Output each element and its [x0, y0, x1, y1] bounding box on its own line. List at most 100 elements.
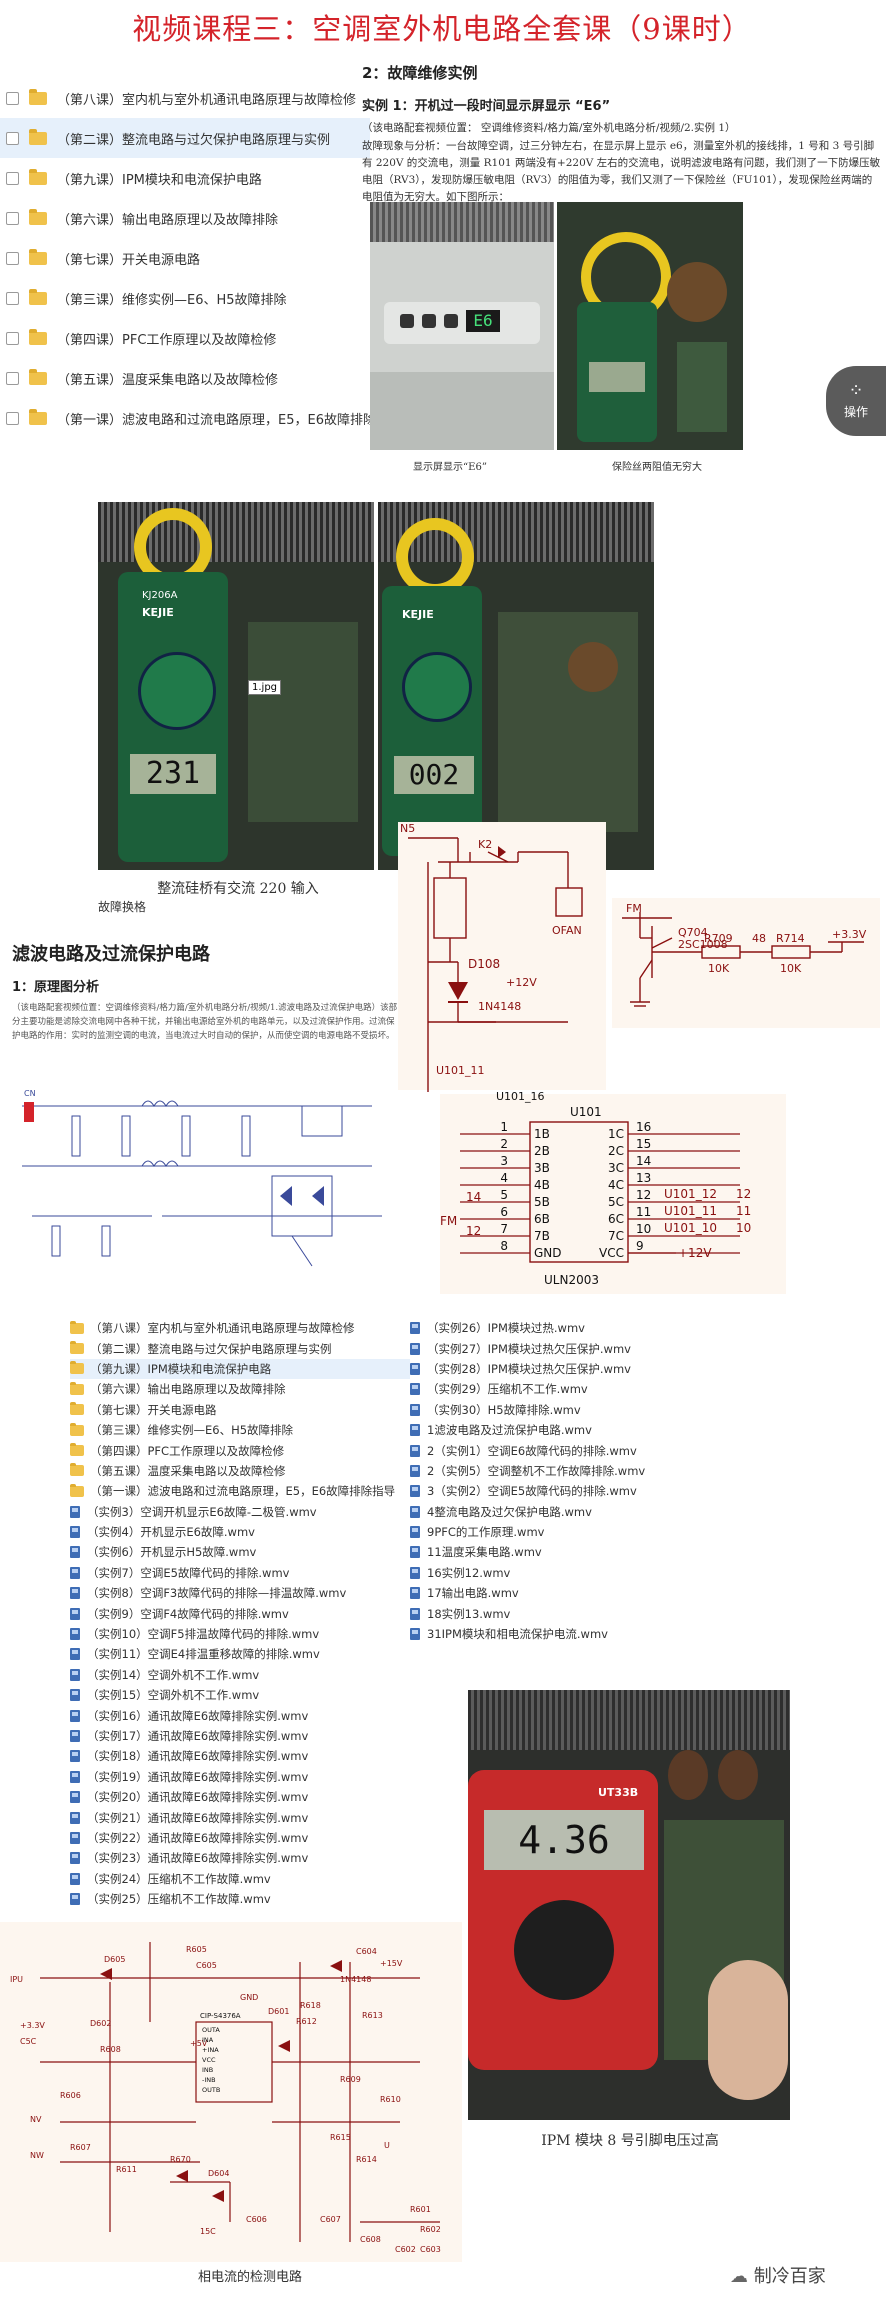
file-list-item[interactable]: （第一课）滤波电路和过流电路原理，E5，E6故障排除指导: [70, 1481, 410, 1501]
file-list-item[interactable]: 4整流电路及过欠保护电路.wmv: [410, 1502, 710, 1522]
folder-row[interactable]: （第四课）PFC工作原理以及故障检修: [0, 318, 370, 358]
file-list-col2: （实例26）IPM模块过热.wmv（实例27）IPM模块过热欠压保护.wmv（实…: [410, 1318, 710, 1644]
file-list-item[interactable]: （第五课）温度采集电路以及故障检修: [70, 1461, 410, 1481]
folder-row[interactable]: （第八课）室内机与室外机通讯电路原理与故障检修: [0, 78, 370, 118]
file-list-item[interactable]: （实例22）通讯故障E6故障排除实例.wmv: [70, 1828, 410, 1848]
schematic-label: R614: [356, 2155, 377, 2164]
operate-button[interactable]: ⁘ 操作: [826, 366, 886, 436]
ic-pin-number: 5: [500, 1188, 508, 1202]
file-list-item[interactable]: 11温度采集电路.wmv: [410, 1542, 710, 1562]
file-label: （第四课）PFC工作原理以及故障检修: [90, 1443, 285, 1458]
folder-icon: [70, 1422, 84, 1436]
file-list-item[interactable]: （第四课）PFC工作原理以及故障检修: [70, 1440, 410, 1460]
file-label: （实例11）空调E4排温重移故障的排除.wmv: [87, 1647, 320, 1662]
row-checkbox[interactable]: [6, 211, 19, 225]
row-checkbox[interactable]: [6, 331, 19, 345]
row-checkbox[interactable]: [6, 171, 19, 185]
file-list-item[interactable]: （第三课）维修实例—E6、H5故障排除: [70, 1420, 410, 1440]
file-list-item[interactable]: （实例25）压缩机不工作故障.wmv: [70, 1889, 410, 1909]
file-label: （实例22）通讯故障E6故障排除实例.wmv: [87, 1830, 309, 1845]
file-list-item[interactable]: 2（实例5）空调整机不工作故障排除.wmv: [410, 1461, 710, 1481]
folder-row[interactable]: （第七课）开关电源电路: [0, 238, 370, 278]
ic-pin-name: 7C: [608, 1229, 624, 1243]
file-list-item[interactable]: 17输出电路.wmv: [410, 1583, 710, 1603]
folder-row[interactable]: （第九课）IPM模块和电流保护电路: [0, 158, 370, 198]
row-checkbox[interactable]: [6, 371, 19, 385]
ic-pin-number: 9: [636, 1239, 644, 1253]
caption-ipm: IPM 模块 8 号引脚电压过高: [541, 2133, 719, 2149]
folder-row[interactable]: （第六课）输出电路原理以及故障排除: [0, 198, 370, 238]
row-checkbox[interactable]: [6, 131, 19, 145]
schematic-label: R602: [420, 2225, 441, 2234]
file-list-item[interactable]: （实例14）空调外机不工作.wmv: [70, 1665, 410, 1685]
file-list-item[interactable]: （第七课）开关电源电路: [70, 1400, 410, 1420]
file-list-item[interactable]: （实例19）通讯故障E6故障排除实例.wmv: [70, 1767, 410, 1787]
file-list-item[interactable]: 31IPM模块和相电流保护电流.wmv: [410, 1624, 710, 1644]
ic-pin-name: 3B: [534, 1161, 550, 1175]
file-list-item[interactable]: （实例9）空调F4故障代码的排除.wmv: [70, 1603, 410, 1623]
file-list-item[interactable]: （实例11）空调E4排温重移故障的排除.wmv: [70, 1644, 410, 1664]
file-list-item[interactable]: （实例21）通讯故障E6故障排除实例.wmv: [70, 1807, 410, 1827]
schematic-label: R615: [330, 2133, 351, 2142]
folder-row[interactable]: （第二课）整流电路与过欠保护电路原理与实例: [0, 118, 370, 158]
net-ext-right-num: 12: [736, 1187, 751, 1201]
video-file-icon: [70, 1791, 80, 1804]
file-list-item[interactable]: （实例4）开机显示E6故障.wmv: [70, 1522, 410, 1542]
file-list-item[interactable]: （实例17）通讯故障E6故障排除实例.wmv: [70, 1726, 410, 1746]
file-list-item[interactable]: （实例8）空调F3故障代码的排除—排温故障.wmv: [70, 1583, 410, 1603]
file-list-item[interactable]: 3（实例2）空调E5故障代码的排除.wmv: [410, 1481, 710, 1501]
folder-row[interactable]: （第一课）滤波电路和过流电路原理，E5，E6故障排除指导: [0, 398, 402, 438]
file-list-item[interactable]: 1滤波电路及过流保护电路.wmv: [410, 1420, 710, 1440]
folder-icon: [29, 368, 47, 385]
file-list-item[interactable]: （第六课）输出电路原理以及故障排除: [70, 1379, 410, 1399]
file-list-item[interactable]: 9PFC的工作原理.wmv: [410, 1522, 710, 1542]
file-list-item[interactable]: （第八课）室内机与室外机通讯电路原理与故障检修: [70, 1318, 410, 1338]
file-list-item[interactable]: （实例18）通讯故障E6故障排除实例.wmv: [70, 1746, 410, 1766]
file-list-item[interactable]: （实例29）压缩机不工作.wmv: [410, 1379, 710, 1399]
net-ext-right-num: 10: [736, 1221, 751, 1235]
file-list-item[interactable]: （实例28）IPM模块过热欠压保护.wmv: [410, 1359, 710, 1379]
ic-pin-name: 6C: [608, 1212, 624, 1226]
file-list-item[interactable]: （实例7）空调E5故障代码的排除.wmv: [70, 1563, 410, 1583]
ic-pin-name: VCC: [202, 2056, 216, 2064]
file-list-item[interactable]: （第九课）IPM模块和电流保护电路: [70, 1358, 410, 1380]
row-checkbox[interactable]: [6, 91, 19, 105]
file-list-item[interactable]: （实例20）通讯故障E6故障排除实例.wmv: [70, 1787, 410, 1807]
ic-pin-name: 2B: [534, 1144, 550, 1158]
row-checkbox[interactable]: [6, 251, 19, 265]
meter-model: KJ206A: [142, 590, 178, 601]
ic-pin-number: 15: [636, 1137, 651, 1151]
file-label: （第八课）室内机与室外机通讯电路原理与故障检修: [90, 1321, 355, 1336]
doc-excerpt-1: 2：故障维修实例 实例 1：开机过一段时间显示屏显示 “E6” （该电路配套视频…: [362, 62, 882, 206]
file-list-item[interactable]: （实例10）空调F5排温故障代码的排除.wmv: [70, 1624, 410, 1644]
file-list-item[interactable]: （实例15）空调外机不工作.wmv: [70, 1685, 410, 1705]
row-checkbox[interactable]: [6, 291, 19, 305]
video-file-icon: [410, 1485, 420, 1498]
file-list-item[interactable]: （实例30）H5故障排除.wmv: [410, 1400, 710, 1420]
ic-pin-name: -INB: [202, 2076, 216, 2084]
file-label: 11温度采集电路.wmv: [427, 1545, 542, 1560]
file-list-item[interactable]: （第二课）整流电路与过欠保护电路原理与实例: [70, 1338, 410, 1358]
watermark-text: 制冷百家: [753, 2266, 826, 2287]
folder-row[interactable]: （第五课）温度采集电路以及故障检修: [0, 358, 370, 398]
ic-pin-name: 4B: [534, 1178, 550, 1192]
folder-icon: [29, 328, 47, 345]
file-list-item[interactable]: （实例24）压缩机不工作故障.wmv: [70, 1869, 410, 1889]
net-fm-ic: FM: [440, 1214, 457, 1228]
file-list-item[interactable]: （实例16）通讯故障E6故障排除实例.wmv: [70, 1705, 410, 1725]
net-ext-right-num: 11: [736, 1204, 751, 1218]
file-list-item[interactable]: 18实例13.wmv: [410, 1603, 710, 1623]
file-list-item[interactable]: （实例26）IPM模块过热.wmv: [410, 1318, 710, 1338]
file-list-item[interactable]: （实例3）空调开机显示E6故障-二极管.wmv: [70, 1502, 410, 1522]
video-file-icon: [70, 1668, 80, 1681]
net-ext-right: U101_10: [664, 1221, 717, 1235]
row-checkbox[interactable]: [6, 411, 19, 425]
file-list-item[interactable]: （实例6）开机显示H5故障.wmv: [70, 1542, 410, 1562]
file-list-item[interactable]: 2（实例1）空调E6故障代码的排除.wmv: [410, 1440, 710, 1460]
schematic-label: R610: [380, 2095, 401, 2104]
file-list-item[interactable]: 16实例12.wmv: [410, 1563, 710, 1583]
video-file-icon: [70, 1648, 80, 1661]
file-list-item[interactable]: （实例27）IPM模块过热欠压保护.wmv: [410, 1338, 710, 1358]
file-list-item[interactable]: （实例23）通讯故障E6故障排除实例.wmv: [70, 1848, 410, 1868]
folder-row[interactable]: （第三课）维修实例—E6、H5故障排除: [0, 278, 370, 318]
